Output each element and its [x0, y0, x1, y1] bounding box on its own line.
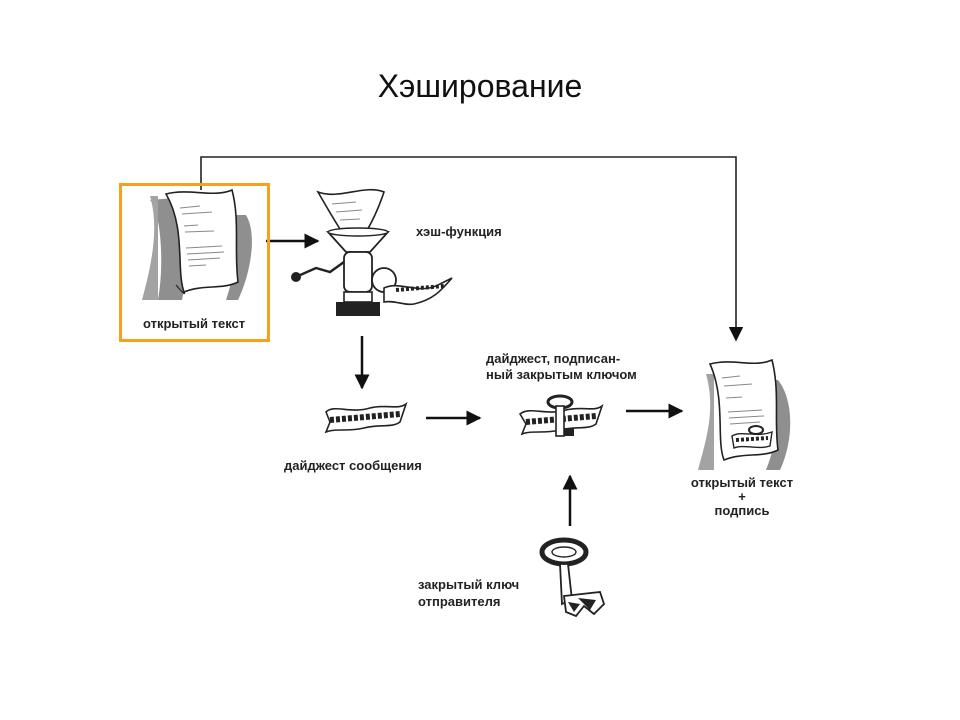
label-signed-digest-line1: дайджест, подписан-	[486, 351, 621, 366]
key-icon	[539, 537, 606, 618]
label-private-key-line1: закрытый ключ	[418, 577, 520, 592]
slide-title: Хэширование	[377, 68, 583, 104]
signed-document-icon	[696, 358, 791, 470]
label-hash-function: хэш-функция	[416, 224, 502, 239]
meat-grinder-icon	[291, 188, 453, 316]
label-signed-digest-line2: ный закрытым ключом	[486, 367, 637, 382]
bypass-connector	[200, 156, 744, 342]
digest-scroll-icon	[324, 401, 408, 434]
label-private-key-line2: отправителя	[418, 594, 501, 609]
signed-digest-icon	[518, 394, 604, 437]
label-result-line3: подпись	[714, 503, 770, 518]
label-message-digest: дайджест сообщения	[284, 458, 422, 473]
plaintext-highlight-box	[119, 183, 270, 342]
label-plaintext: открытый текст	[143, 316, 246, 331]
label-result-line1: открытый текст	[690, 475, 794, 490]
label-result-line2: +	[738, 489, 746, 504]
plaintext-document-icon	[142, 188, 252, 300]
